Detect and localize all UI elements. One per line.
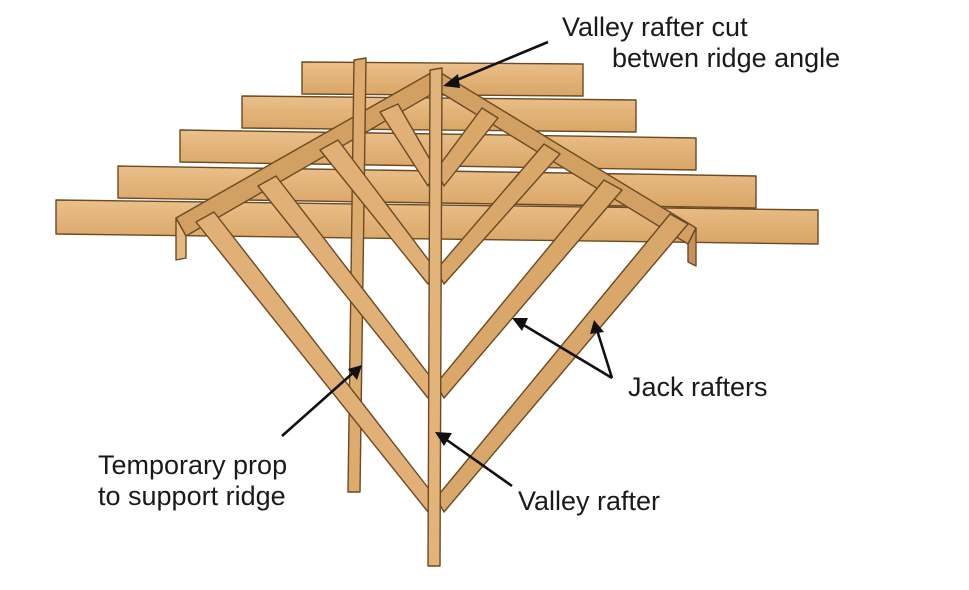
temporary-prop-label: Temporary prop to support ridge (98, 450, 287, 512)
valley-rafter-cut-line1: Valley rafter cut (562, 12, 748, 42)
arrow-prop (281, 371, 355, 437)
valley-rafter-cut-label: Valley rafter cut betwen ridge angle (548, 12, 840, 74)
arrow-prop-head (348, 365, 362, 380)
jack-rafter-right-3 (435, 143, 561, 285)
temporary-prop (347, 57, 367, 493)
jack-rafter-right-2 (435, 179, 623, 399)
arrow-valley-cut-head (443, 74, 460, 88)
central-valley-rafter (427, 67, 443, 567)
arrow-valley-cut (451, 40, 549, 84)
jack-rafter-right-4 (435, 107, 499, 187)
arrow-jack-1 (521, 322, 613, 380)
arrow-jack-2-head (590, 320, 604, 334)
temporary-prop-line2: to support ridge (98, 481, 286, 511)
left-hip-board-face (175, 217, 187, 261)
temporary-prop-line1: Temporary prop (98, 450, 288, 480)
arrow-valley-head (435, 432, 452, 446)
right-hip-board-face (687, 227, 697, 267)
jack-rafters-right (435, 107, 689, 513)
callout-arrows (281, 40, 614, 488)
arrow-valley (443, 436, 513, 488)
valley-rafter-cut-line2: betwen ridge angle (612, 43, 841, 73)
arrow-jack-1-head (512, 318, 528, 331)
valley-rafter-label: Valley rafter (518, 486, 661, 516)
jack-rafters-label: Jack rafters (628, 372, 768, 402)
arrow-jack-2 (595, 329, 614, 379)
jack-rafter-right-1 (435, 213, 689, 513)
jack-rafters-left (195, 103, 437, 513)
